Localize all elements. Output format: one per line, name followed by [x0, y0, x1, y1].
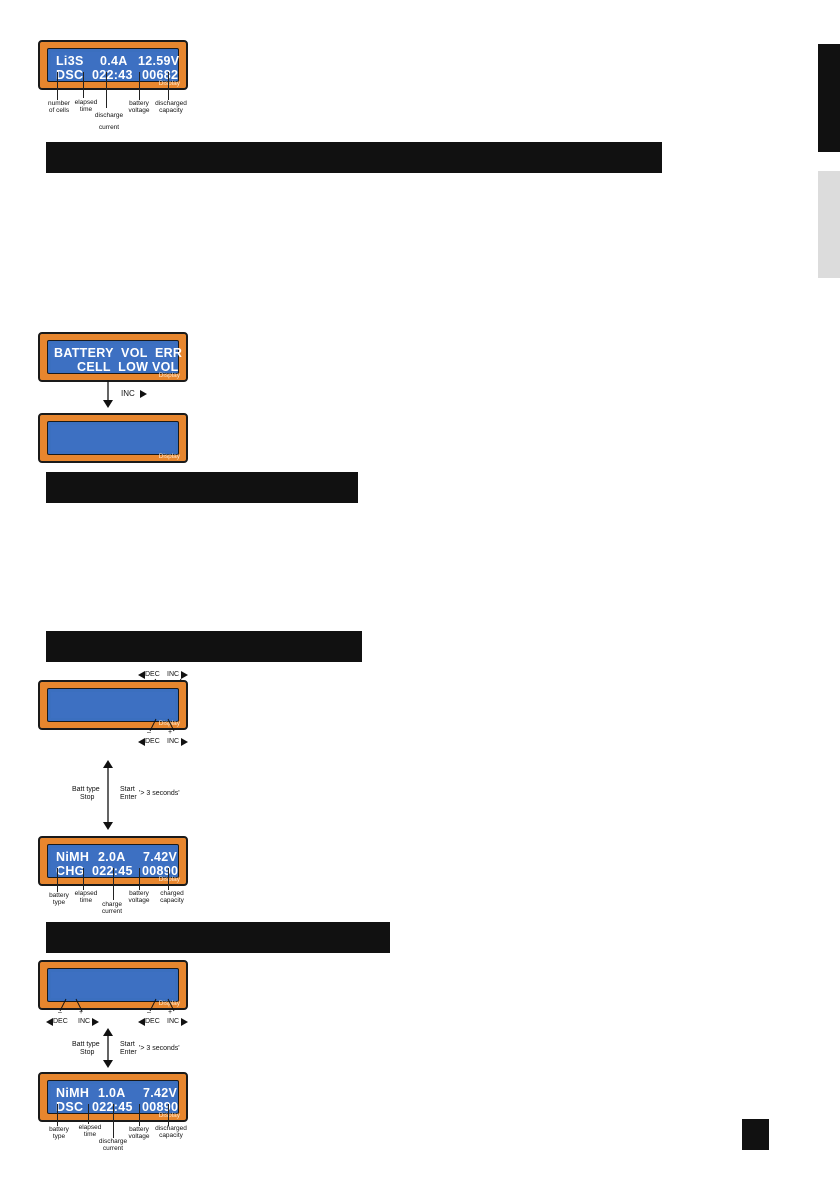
- start-label: Start: [120, 1041, 135, 1048]
- lcd-display-blank-1: Display: [38, 413, 188, 463]
- lcd-display-tag: Display: [158, 1112, 180, 1119]
- inc-button-label: INC: [167, 1018, 180, 1025]
- plus-sign-label: +: [168, 1009, 173, 1016]
- lcd-mode-value: DSC: [56, 68, 84, 82]
- annotation-battery-type: battery type: [49, 1126, 69, 1140]
- batt-type-label: Batt type: [72, 1041, 100, 1048]
- triangle-right-icon: [181, 1018, 188, 1026]
- annotation-discharged-capacity: discharged capacity: [155, 1125, 187, 1139]
- lcd-cells-value: Li3S: [56, 54, 84, 68]
- lcd-mode-value: CHG: [56, 864, 85, 878]
- minus-sign-label: –: [58, 1009, 62, 1016]
- annotation-battery-voltage: battery voltage: [128, 890, 150, 904]
- dec-button-label: DEC: [53, 1018, 68, 1025]
- inc-button-label: INC: [167, 671, 180, 678]
- batt-type-label: Batt type: [72, 786, 100, 793]
- annotation-discharged-capacity: discharged capacity: [155, 100, 187, 114]
- lcd-display-tag: Display: [158, 80, 180, 87]
- enter-label: Enter: [120, 1049, 137, 1056]
- lcd-mode-value: DSC: [56, 1100, 84, 1114]
- annotation-elapsed-time: elapsed time: [74, 99, 98, 113]
- annotation-charge-current: charge current: [101, 901, 123, 915]
- stop-label: Stop: [80, 1049, 95, 1056]
- lcd-display-discharge-top: Li3S 0.4A 12.59V DSC 022:43 00682 Displa…: [38, 40, 188, 90]
- minus-sign-label: –: [147, 729, 151, 736]
- lcd-time-value: 022:45: [92, 1101, 133, 1114]
- annotation-battery-type: battery type: [49, 892, 69, 906]
- lcd-display-tag: Display: [158, 720, 180, 727]
- lcd-voltage-value: 12.59V: [138, 54, 180, 68]
- triangle-right-icon: [181, 671, 188, 679]
- lcd-display-blank-2: Display: [38, 680, 188, 730]
- section-header-bar-3: [46, 631, 362, 662]
- side-tab-dark: [818, 44, 840, 152]
- plus-sign-label: +: [79, 1009, 84, 1016]
- dec-button-label: DEC: [145, 738, 160, 745]
- dec-button-label: DEC: [145, 671, 160, 678]
- annotation-discharge-current: discharge current: [98, 1138, 128, 1152]
- double-arrow-icon: [103, 1028, 113, 1068]
- lcd-display-tag: Display: [158, 876, 180, 883]
- triangle-right-icon: [140, 390, 147, 398]
- lcd-battery-type-value: NiMH: [56, 850, 90, 864]
- triangle-right-icon: [181, 738, 188, 746]
- inc-button-label: INC: [78, 1018, 91, 1025]
- lcd-voltage-value: 7.42V: [143, 1086, 178, 1100]
- minus-sign-label: –: [147, 1009, 151, 1016]
- three-seconds-label: '> 3 seconds': [139, 790, 180, 797]
- annotation-discharge-current: discharge current: [94, 112, 124, 131]
- lcd-voltage-value: 7.42V: [143, 850, 178, 864]
- lcd-current-value: 0.4A: [100, 54, 128, 68]
- annotation-charged-capacity: charged capacity: [160, 890, 184, 904]
- lcd-display-error: BATTERY VOL ERR CELL LOW VOL Display: [38, 332, 188, 382]
- triangle-left-icon: [138, 1018, 145, 1026]
- stop-label: Stop: [80, 794, 95, 801]
- lcd-time-value: 022:45: [92, 865, 133, 878]
- annotation-elapsed-time: elapsed time: [74, 890, 98, 904]
- annotation-number-of-cells: number of cells: [47, 100, 71, 114]
- annotation-battery-voltage: battery voltage: [128, 1126, 150, 1140]
- lcd-error-line2: CELL LOW VOL: [77, 360, 179, 374]
- lcd-battery-type-value: NiMH: [56, 1086, 90, 1100]
- annotation-elapsed-time: elapsed time: [78, 1124, 102, 1138]
- triangle-left-icon: [138, 738, 145, 746]
- lcd-display-tag: Display: [158, 1000, 180, 1007]
- start-label: Start: [120, 786, 135, 793]
- page-number-box: [742, 1119, 769, 1150]
- lcd-time-value: 022:43: [92, 68, 133, 82]
- inc-button-label: INC: [167, 738, 180, 745]
- double-arrow-icon: [103, 760, 113, 830]
- inc-button-label: INC: [121, 389, 135, 398]
- lcd-display-tag: Display: [158, 453, 180, 460]
- triangle-left-icon: [46, 1018, 53, 1026]
- section-header-bar-4: [46, 922, 390, 953]
- plus-sign-label: +: [168, 729, 173, 736]
- lcd-current-value: 1.0A: [98, 1086, 126, 1100]
- enter-label: Enter: [120, 794, 137, 801]
- triangle-right-icon: [92, 1018, 99, 1026]
- three-seconds-label: '> 3 seconds': [139, 1045, 180, 1052]
- section-header-bar-2: [46, 472, 358, 503]
- lcd-error-line1: BATTERY VOL ERR: [54, 346, 183, 360]
- dec-button-label: DEC: [145, 1018, 160, 1025]
- side-tab-light: [818, 171, 840, 278]
- annotation-battery-voltage: battery voltage: [128, 100, 150, 114]
- arrow-down-icon: [103, 380, 113, 408]
- triangle-left-icon: [138, 671, 145, 679]
- lcd-display-blank-3: Display: [38, 960, 188, 1010]
- section-header-bar-1: [46, 142, 662, 173]
- lcd-display-tag: Display: [158, 372, 180, 379]
- lcd-current-value: 2.0A: [98, 850, 126, 864]
